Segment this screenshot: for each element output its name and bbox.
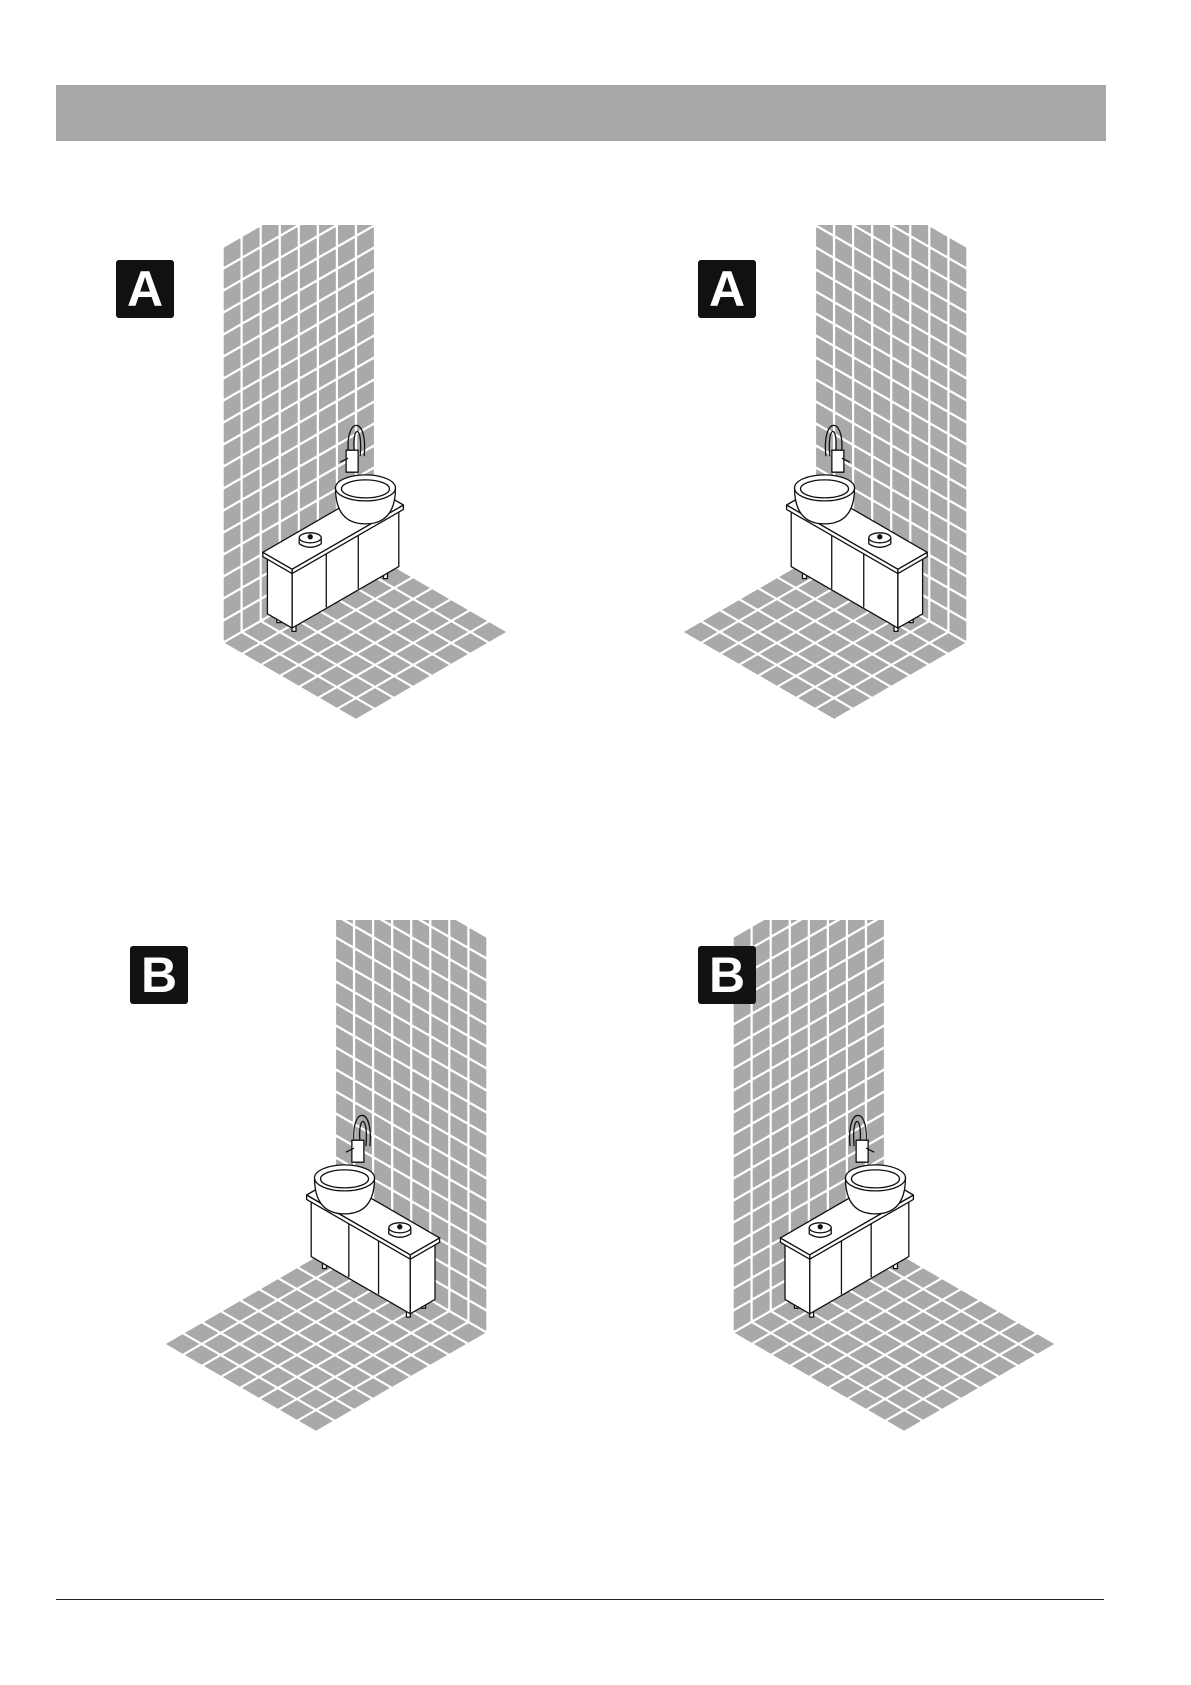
vanity-illustration [110, 225, 540, 745]
panel-a-right: A [650, 225, 1080, 745]
drain-knob [869, 533, 891, 548]
label-badge: A [698, 260, 756, 318]
vanity-illustration [110, 920, 570, 1480]
footer-rule [56, 1599, 1104, 1600]
vessel-basin [795, 475, 855, 524]
label-badge: A [116, 260, 174, 318]
vessel-basin [315, 1165, 375, 1214]
label-badge: B [130, 946, 188, 1004]
panel-b-right: B [650, 920, 1110, 1480]
vessel-basin [335, 475, 395, 524]
panel-b-left: B [110, 920, 570, 1480]
label-badge: B [698, 946, 756, 1004]
panel-a-left: A [110, 225, 540, 745]
vessel-basin [845, 1165, 905, 1214]
drain-knob [389, 1223, 411, 1238]
header-bar [56, 85, 1106, 141]
vanity-illustration [650, 920, 1110, 1480]
drain-knob [809, 1223, 831, 1238]
drain-knob [299, 533, 321, 548]
